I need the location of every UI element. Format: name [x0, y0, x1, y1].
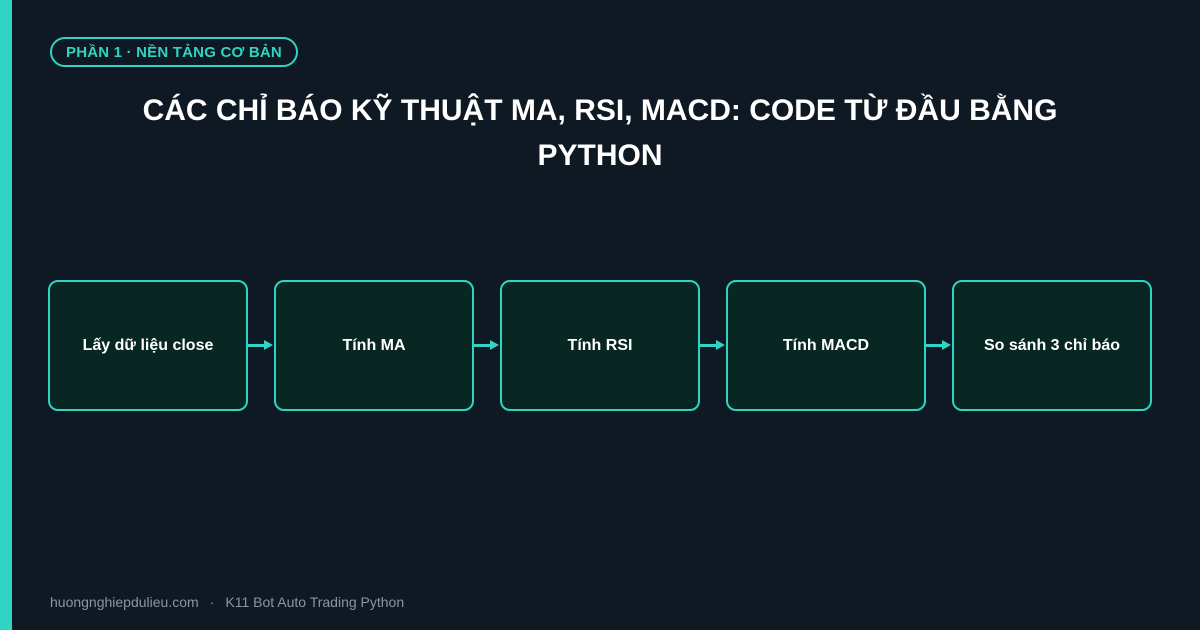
- flow-diagram: Lấy dữ liệu close Tính MA Tính RSI Tính …: [48, 280, 1153, 411]
- footer-course-name: K11 Bot Auto Trading Python: [225, 594, 405, 610]
- arrow-right-icon: [700, 338, 726, 352]
- arrow-right-icon: [474, 338, 500, 352]
- step-compute-macd: Tính MACD: [726, 280, 926, 411]
- step-compare-indicators: So sánh 3 chỉ báo: [952, 280, 1152, 411]
- page-title: CÁC CHỈ BÁO KỸ THUẬT MA, RSI, MACD: CODE…: [142, 94, 1058, 172]
- footer: huongnghiepdulieu.com · K11 Bot Auto Tra…: [50, 594, 404, 610]
- footer-separator: ·: [209, 594, 215, 610]
- arrow-right-icon: [926, 338, 952, 352]
- step-compute-ma: Tính MA: [274, 280, 474, 411]
- arrow-right-icon: [248, 338, 274, 352]
- step-compute-rsi: Tính RSI: [500, 280, 700, 411]
- footer-site-link[interactable]: huongnghiepdulieu.com: [50, 594, 199, 610]
- accent-bar: [0, 0, 12, 630]
- step-get-close-data: Lấy dữ liệu close: [48, 280, 248, 411]
- section-badge: PHẦN 1 · NỀN TẢNG CƠ BẢN: [50, 37, 298, 67]
